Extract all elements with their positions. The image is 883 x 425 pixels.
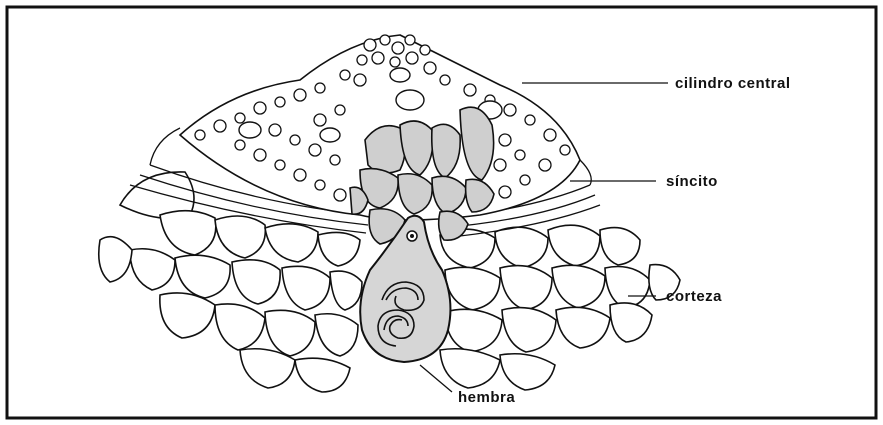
label-syncytium: síncito <box>666 173 718 190</box>
label-central-cylinder: cilindro central <box>675 75 791 92</box>
label-cortex: corteza <box>666 288 722 305</box>
label-female: hembra <box>458 389 515 406</box>
